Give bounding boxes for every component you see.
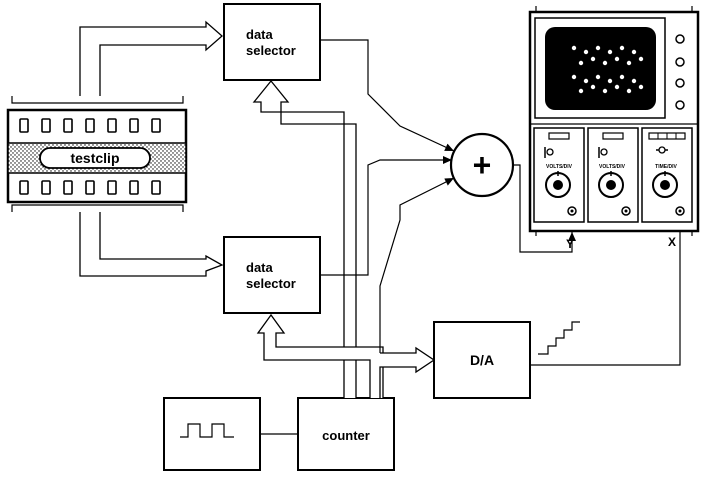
top-selector-to-adder-line [320,39,455,152]
scope-channel-1-panel: VOLTS/DIV [533,127,585,223]
scope-channel-2-panel: VOLTS/DIV [587,127,639,223]
bus-arrow-to-top-selector [79,20,223,96]
da-to-x-input-line [530,214,684,366]
oscilloscope-screen [545,27,656,110]
x-channel-label: X [668,235,676,249]
scope-button-3[interactable] [675,78,685,88]
counter: counter [297,397,395,471]
testclip: testclip [6,96,188,212]
bus-arrow-to-bottom-selector [79,212,224,277]
oscilloscope-trace [571,45,644,94]
testclip-pins-bottom [19,180,161,195]
square-wave-icon [180,423,234,438]
volts-div-label-2: VOLTS/DIV [599,164,626,170]
time-div-label: TIME/DIV [655,164,677,170]
bus-arrow-counter-to-da [379,346,436,398]
staircase-waveform [538,321,580,355]
data-selector-top-label-2: selector [246,43,296,58]
data-selector-bottom-label-2: selector [246,276,296,291]
testclip-pins-top [19,118,161,133]
counter-label: counter [322,428,370,443]
bus-arrow-counter-to-bottom-selector [256,313,384,398]
counter-bit-to-adder-line [379,177,455,353]
bottom-selector-to-adder-line [320,156,452,276]
scope-button-2[interactable] [675,57,685,67]
volts-div-label-1: VOLTS/DIV [546,164,573,170]
da-converter: D/A [433,321,531,399]
y-channel-label: Y [566,237,574,251]
data-selector-top: data selector [223,3,321,81]
scope-button-4[interactable] [675,100,685,110]
testclip-label: testclip [70,150,119,166]
adder-symbol: + [473,147,492,183]
clock-generator [163,397,261,471]
data-selector-bottom-label-1: data [246,260,274,275]
scope-timebase-panel: TIME/DIV [641,127,693,223]
scope-button-1[interactable] [675,34,685,44]
data-selector-bottom: data selector [223,236,321,314]
bus-arrow-counter-to-top-selector [252,79,357,398]
testclip-label-pill [39,147,151,169]
adder: + [449,132,515,198]
oscilloscope: VOLTS/DIV VOLTS/DIV TIME/ [528,6,700,236]
da-converter-label: D/A [470,352,494,368]
data-selector-top-label-1: data [246,27,274,42]
adder-to-y-input-line [513,164,576,253]
